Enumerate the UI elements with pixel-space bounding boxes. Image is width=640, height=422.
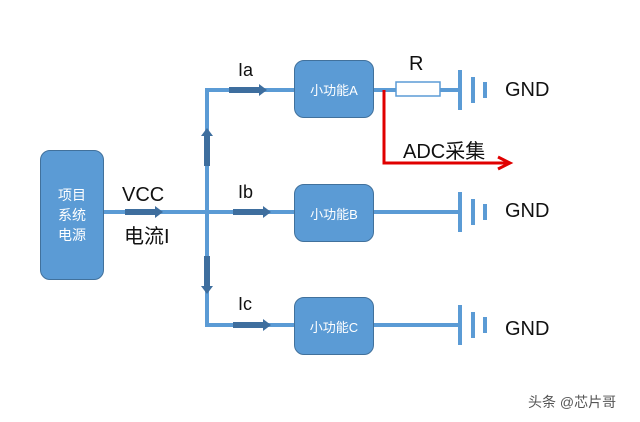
ground-symbol-c [458, 305, 487, 345]
module-c-box: 小功能C [294, 297, 374, 355]
current-arrow-up [201, 128, 213, 166]
module-a-box: 小功能A [294, 60, 374, 118]
ground-symbol-b [458, 192, 487, 232]
resistor-label: R [409, 53, 424, 75]
adc-label: ADC采集 [403, 141, 486, 163]
module-b-label: 小功能B [310, 206, 358, 222]
current-i-label: 电流I [124, 226, 170, 248]
current-arrow-ib [233, 206, 271, 218]
adc-signal-line [382, 90, 508, 165]
module-a-label: 小功能A [310, 82, 358, 98]
current-arrow-i [125, 206, 163, 218]
module-c-label: 小功能C [309, 319, 359, 335]
ground-a-label: GND [505, 79, 550, 101]
resistor-symbol [395, 81, 441, 97]
current-arrow-down [201, 256, 213, 294]
current-arrow-ia [229, 84, 267, 96]
source-label-3: 电源 [58, 227, 86, 243]
current-arrow-ic [233, 319, 271, 331]
vcc-label: VCC [122, 184, 165, 206]
current-ia-label: Ia [238, 60, 254, 80]
ground-symbol-a [458, 70, 487, 110]
module-b-box: 小功能B [294, 184, 374, 242]
source-label-1: 项目 [58, 187, 86, 203]
source-label-2: 系统 [58, 207, 86, 223]
watermark: 头条 @芯片哥 [528, 394, 617, 410]
ground-b-label: GND [505, 200, 550, 222]
power-source-box: 项目 系统 电源 [40, 150, 104, 280]
current-ic-label: Ic [238, 294, 253, 314]
current-ib-label: Ib [238, 182, 254, 202]
adc-arrow-head [497, 155, 514, 171]
ground-c-label: GND [505, 318, 550, 340]
